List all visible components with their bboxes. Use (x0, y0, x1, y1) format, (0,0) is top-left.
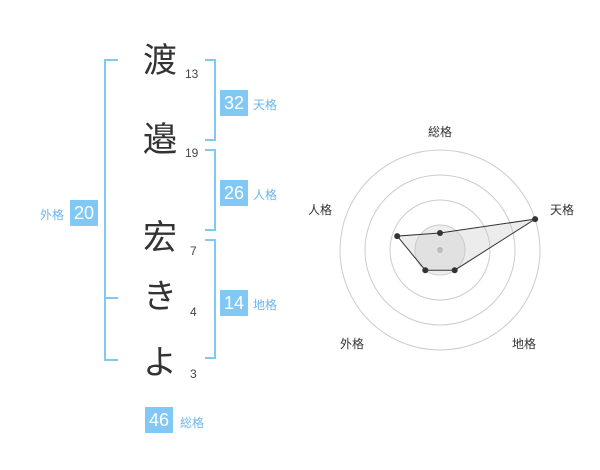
radar-grid-ring (339, 149, 541, 351)
radar-grid-ring (364, 174, 516, 326)
name-char-1: 渡 (143, 41, 177, 81)
name-char-2: 邉 (143, 120, 177, 160)
soukaku-label: 総格 (180, 416, 205, 430)
stroke-count-5: 3 (190, 367, 197, 381)
stroke-count-3: 7 (190, 244, 197, 258)
gaikaku-badge: 20 (70, 200, 99, 226)
radar-axis-label-chikaku: 地格 (512, 337, 537, 351)
radar-point-3 (422, 267, 429, 274)
tenkaku-bracket (205, 59, 216, 141)
stroke-count-2: 19 (185, 146, 199, 160)
radar-axis-label-jinkaku: 人格 (308, 203, 333, 217)
soukaku-badge: 46 (145, 407, 174, 433)
stroke-count-1: 13 (185, 67, 199, 81)
jinkaku-bracket (205, 149, 216, 231)
radar-axis-label-tenkaku: 天格 (550, 203, 575, 217)
radar-series-polygon (396, 218, 536, 271)
radar-grid-ring (389, 199, 491, 301)
radar-point-4 (394, 233, 401, 240)
radar-axis-label-soukaku: 総格 (428, 125, 453, 139)
name-char-5: よ (143, 343, 177, 383)
chikaku-bracket (205, 239, 216, 359)
radar-point-2 (451, 267, 458, 274)
jinkaku-label: 人格 (253, 188, 278, 202)
radar-axis-label-gaikaku: 外格 (340, 337, 365, 351)
name-char-3: 宏 (143, 218, 177, 258)
jinkaku-badge: 26 (220, 180, 249, 206)
chikaku-badge: 14 (220, 290, 249, 316)
name-char-4: き (143, 277, 177, 317)
radar-point-1 (532, 216, 539, 223)
tenkaku-label: 天格 (253, 98, 278, 112)
gaikaku-label: 外格 (40, 208, 65, 222)
gaikaku-bracket (104, 59, 118, 361)
chikaku-label: 地格 (253, 298, 278, 312)
radar-center-dot (437, 247, 443, 253)
tenkaku-badge: 32 (220, 90, 249, 116)
radar-point-0 (437, 230, 443, 236)
stroke-count-4: 4 (190, 305, 197, 319)
